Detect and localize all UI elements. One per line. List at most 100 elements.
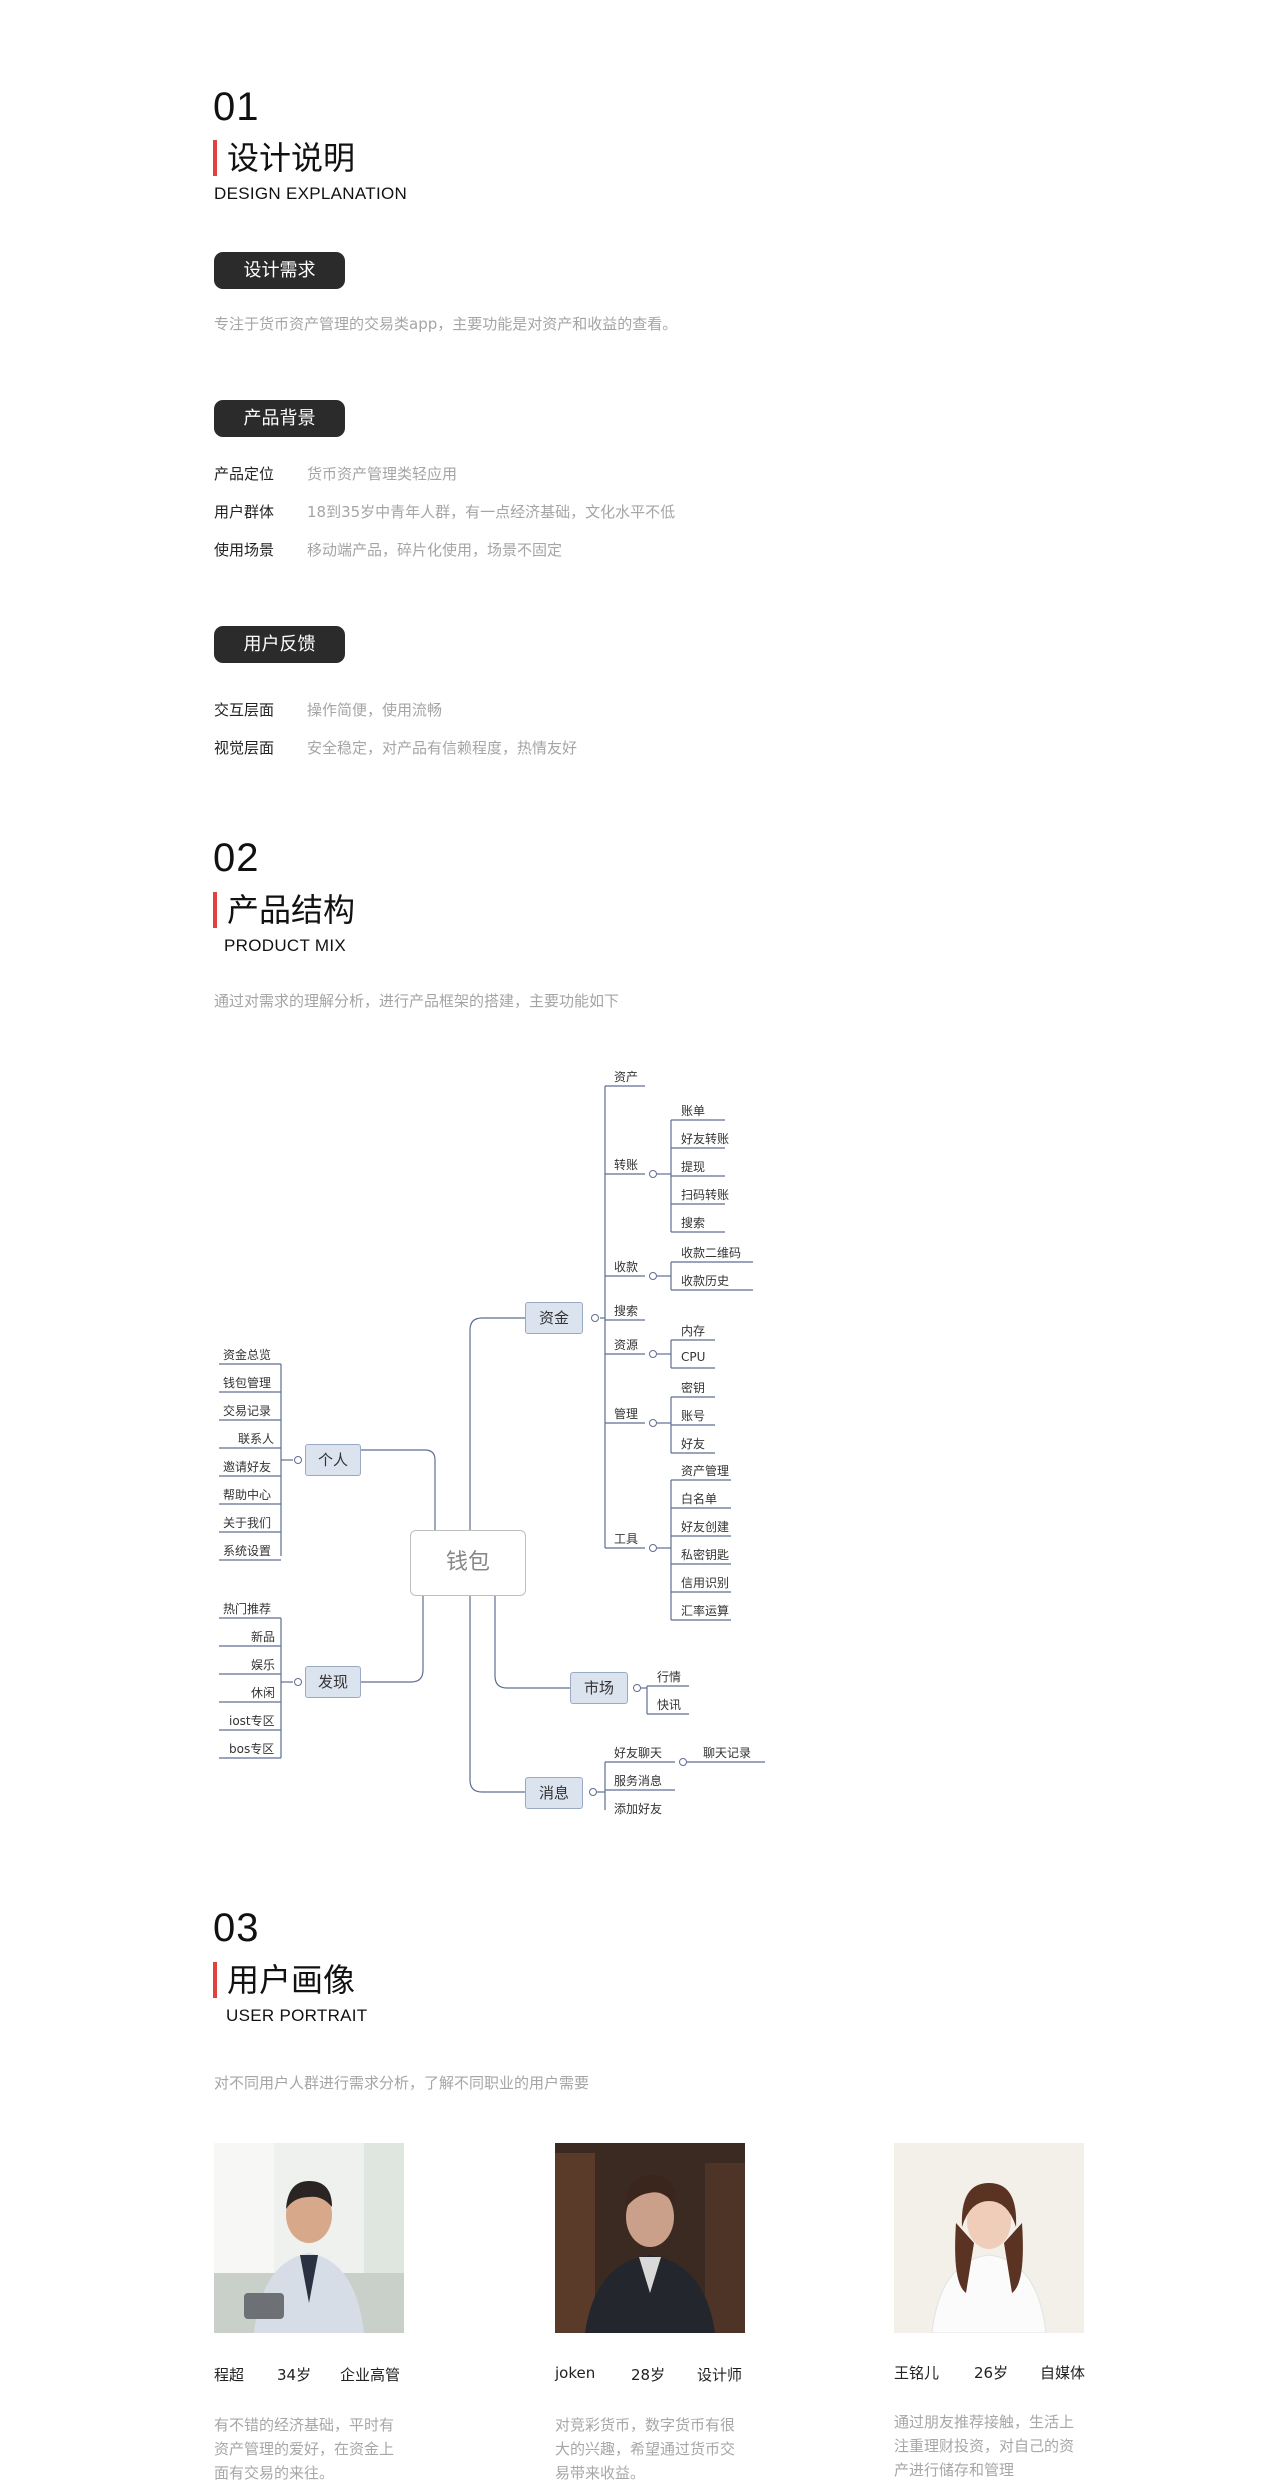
- mindmap-leaf: 聊天记录: [703, 1746, 752, 1760]
- mindmap-collapse-marker: [649, 1170, 657, 1178]
- section-title-portrait: 用户画像: [213, 1962, 355, 1998]
- portrait-bio-line: 易带来收益。: [555, 2464, 646, 2482]
- mindmap-collapse-marker: [591, 1314, 599, 1322]
- section-subtitle-structure: PRODUCT MIX: [224, 936, 346, 955]
- feedback-key: 交互层面: [214, 701, 275, 719]
- mindmap-group: 收款: [614, 1260, 639, 1274]
- mindmap-node-personal: 个人: [305, 1444, 361, 1476]
- section-subtitle-design: DESIGN EXPLANATION: [214, 184, 408, 203]
- structure-description: 通过对需求的理解分析，进行产品框架的搭建，主要功能如下: [214, 992, 620, 1010]
- mindmap-collapse-marker: [649, 1350, 657, 1358]
- mindmap-leaf: 联系人: [238, 1432, 275, 1446]
- portrait-bio-line: 有不错的经济基础，平时有: [214, 2416, 395, 2434]
- mindmap-leaf: 私密钥匙: [681, 1548, 730, 1562]
- portrait-description: 对不同用户人群进行需求分析，了解不同职业的用户需要: [214, 2074, 590, 2092]
- mindmap-leaf: 娱乐: [251, 1658, 276, 1672]
- section-number-03: 03: [213, 1906, 260, 1950]
- background-badge: 产品背景: [214, 400, 345, 437]
- mindmap-leaf: 快讯: [657, 1698, 682, 1712]
- mindmap-leaf: 白名单: [681, 1492, 718, 1506]
- portrait-name: 程超: [214, 2366, 245, 2384]
- mindmap-collapse-marker: [649, 1544, 657, 1552]
- requirement-text: 专注于货币资产管理的交易类app，主要功能是对资产和收益的查看。: [214, 315, 678, 333]
- portrait-bio-line: 面有交易的来往。: [214, 2464, 335, 2482]
- mindmap-group: 转账: [614, 1158, 639, 1172]
- mindmap-node-message: 消息: [525, 1777, 583, 1809]
- background-value: 18到35岁中青年人群，有一点经济基础，文化水平不低: [307, 503, 676, 521]
- mindmap-leaf: 好友聊天: [614, 1746, 663, 1760]
- portrait-bio-line: 通过朋友推荐接触，生活上: [894, 2413, 1075, 2431]
- mindmap-leaf: 交易记录: [223, 1404, 272, 1418]
- mindmap-leaf: 信用识别: [681, 1576, 730, 1590]
- portrait-bio-line: 注重理财投资，对自己的资: [894, 2437, 1075, 2455]
- mindmap-leaf: 新品: [251, 1630, 276, 1644]
- mindmap-leaf: 收款二维码: [681, 1246, 742, 1260]
- portrait-name: 王铭儿: [894, 2364, 940, 2382]
- mindmap-leaf: 好友: [681, 1437, 706, 1451]
- section-title-structure: 产品结构: [213, 892, 355, 928]
- mindmap-leaf: 内存: [681, 1324, 706, 1338]
- mindmap-collapse-marker: [649, 1272, 657, 1280]
- mindmap-leaf: 热门推荐: [223, 1602, 272, 1616]
- portrait-bio-line: 资产管理的爱好，在资金上: [214, 2440, 395, 2458]
- portrait-age: 34岁: [277, 2366, 312, 2384]
- mindmap-leaf: 行情: [657, 1670, 682, 1684]
- portrait-job: 自媒体: [1040, 2364, 1086, 2382]
- mindmap-leaf: 账号: [681, 1409, 706, 1423]
- mindmap-leaf: 帮助中心: [223, 1488, 272, 1502]
- mindmap-leaf: 账单: [681, 1104, 706, 1118]
- feedback-value: 安全稳定，对产品有信赖程度，热情友好: [307, 739, 578, 757]
- portrait-bio-line: 对竞彩货币，数字货币有很: [555, 2416, 736, 2434]
- mindmap-connector: [361, 1449, 436, 1530]
- mindmap-node-funds: 资金: [525, 1302, 583, 1334]
- mindmap-group: 管理: [614, 1407, 639, 1421]
- mindmap-connectors: [219, 1085, 765, 1810]
- portrait-bio: 对竞彩货币，数字货币有很 大的兴趣，希望通过货币交 易带来收益。: [555, 2413, 760, 2485]
- portrait-job: 企业高管: [340, 2366, 401, 2384]
- section-subtitle-portrait: USER PORTRAIT: [226, 2006, 368, 2025]
- section-title-design: 设计说明: [213, 140, 355, 176]
- section-number-02: 02: [213, 836, 260, 880]
- mindmap-leaf: 收款历史: [681, 1274, 730, 1288]
- mindmap-collapse-marker: [679, 1758, 687, 1766]
- mindmap-node-discover: 发现: [305, 1666, 361, 1698]
- requirement-badge: 设计需求: [214, 252, 345, 289]
- mindmap-leaf: 休闲: [251, 1686, 276, 1700]
- mindmap-leaf: 汇率运算: [681, 1604, 730, 1618]
- mindmap-collapse-marker: [633, 1684, 641, 1692]
- mindmap-leaf: bos专区: [229, 1742, 275, 1756]
- mindmap-connector: [494, 1596, 570, 1689]
- mindmap-root-wallet: 钱包: [410, 1530, 526, 1596]
- mindmap-leaf: 邀请好友: [223, 1460, 272, 1474]
- mindmap-connector: [469, 1317, 525, 1530]
- product-mindmap: 钱包 个人 发现 资金 市场 消息 资金总览 钱包管理 交易记录 联系人 邀请好…: [205, 1040, 775, 1816]
- mindmap-leaf: 好友创建: [681, 1520, 730, 1534]
- mindmap-group: 资源: [614, 1338, 639, 1352]
- portrait-photo-designer: [555, 2143, 745, 2333]
- mindmap-connector: [361, 1596, 424, 1683]
- portrait-bio-line: 产进行储存和管理: [894, 2461, 1015, 2479]
- background-key: 产品定位: [214, 465, 275, 483]
- mindmap-leaf: iost专区: [229, 1714, 275, 1728]
- mindmap-node-market: 市场: [570, 1672, 628, 1704]
- mindmap-leaf: 添加好友: [614, 1802, 663, 1816]
- portrait-job: 设计师: [697, 2366, 743, 2384]
- mindmap-leaf: 扫码转账: [681, 1188, 730, 1202]
- mindmap-group: 工具: [614, 1532, 639, 1546]
- mindmap-leaf: 钱包管理: [223, 1376, 272, 1390]
- mindmap-connector: [469, 1596, 525, 1793]
- mindmap-leaf: 关于我们: [223, 1516, 272, 1530]
- feedback-value: 操作简便，使用流畅: [307, 701, 443, 719]
- background-value: 货币资产管理类轻应用: [307, 465, 458, 483]
- mindmap-leaf: 资金总览: [223, 1348, 272, 1362]
- feedback-badge: 用户反馈: [214, 626, 345, 663]
- background-key: 使用场景: [214, 541, 275, 559]
- portrait-bio-line: 大的兴趣，希望通过货币交: [555, 2440, 736, 2458]
- mindmap-leaf: 搜索: [681, 1216, 706, 1230]
- background-value: 移动端产品，碎片化使用，场景不固定: [307, 541, 563, 559]
- mindmap-group: 资产: [614, 1070, 639, 1084]
- portrait-name: joken: [555, 2364, 596, 2382]
- mindmap-leaf: 系统设置: [223, 1544, 272, 1558]
- section-number-01: 01: [213, 85, 260, 129]
- portrait-bio: 通过朋友推荐接触，生活上 注重理财投资，对自己的资 产进行储存和管理: [894, 2410, 1099, 2482]
